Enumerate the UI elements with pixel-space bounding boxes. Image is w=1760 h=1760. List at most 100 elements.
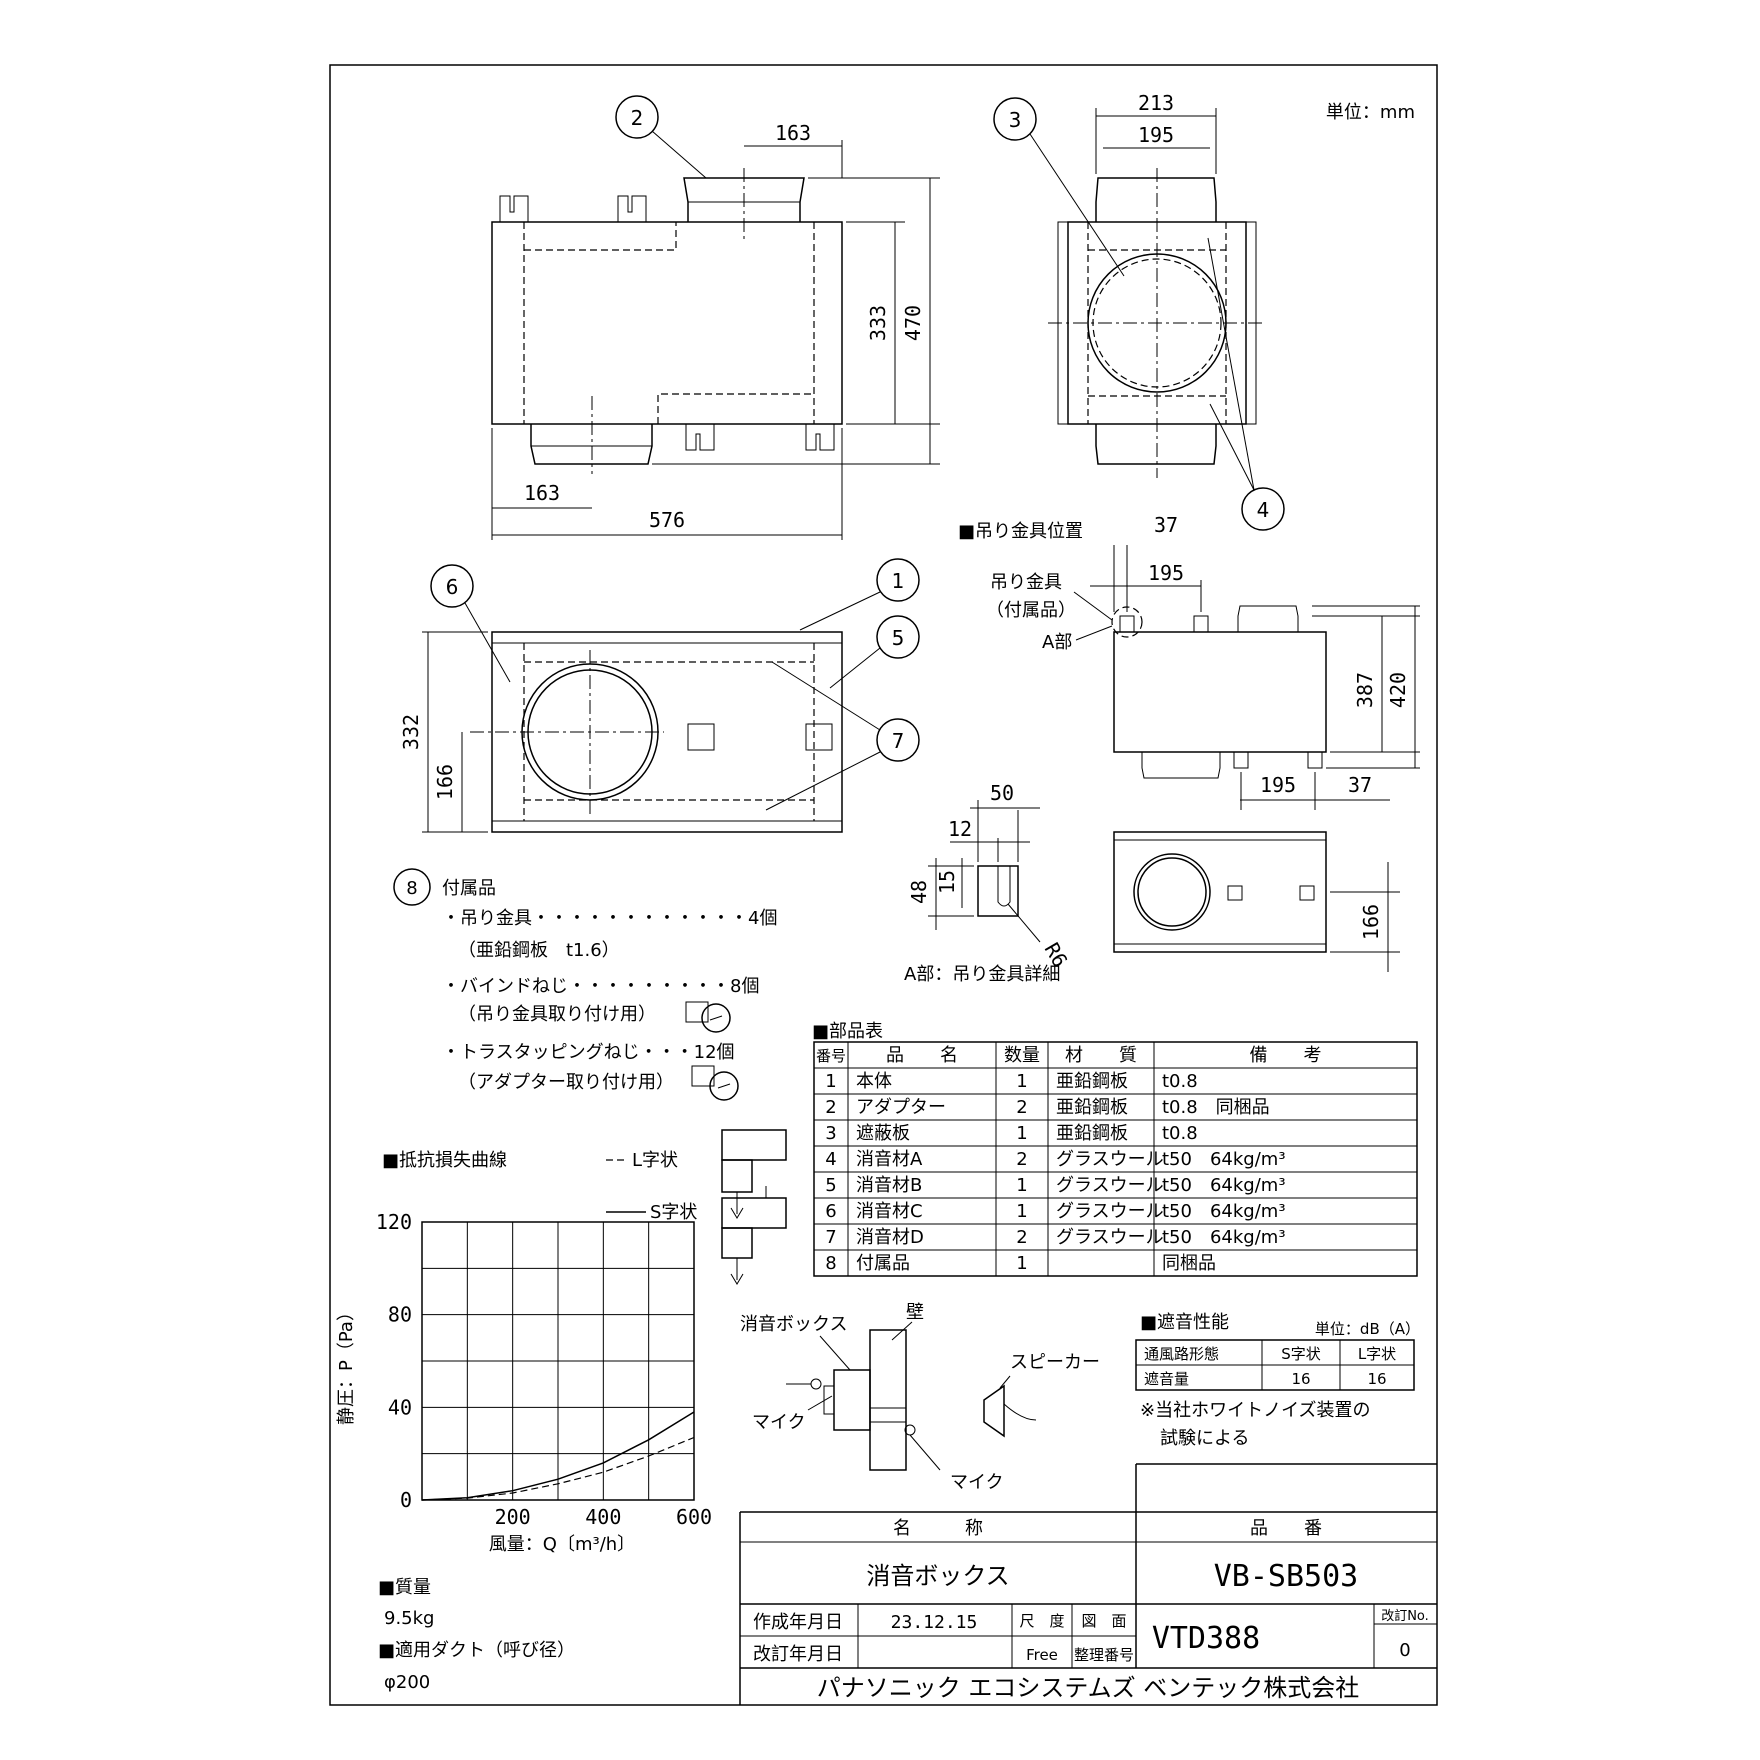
svg-text:φ200: φ200 (384, 1672, 430, 1693)
parts-table-cell: グラスウール (1056, 1201, 1164, 1222)
chart-y-tick: 120 (376, 1210, 412, 1234)
parts-table-header-cell: 備 考 (1250, 1045, 1322, 1066)
svg-text:576: 576 (649, 508, 685, 532)
chart-y-tick: 40 (388, 1395, 412, 1419)
hanger-lower-view: 166 (1113, 831, 1400, 972)
svg-text:166: 166 (1359, 904, 1383, 940)
parts-table-cell: 1 (1016, 1123, 1027, 1144)
parts-table-cell: 1 (1016, 1201, 1027, 1222)
parts-table-cell: 同梱品 (1162, 1253, 1216, 1274)
parts-table-cell: グラスウール (1056, 1175, 1164, 1196)
svg-text:VB-SB503: VB-SB503 (1214, 1559, 1359, 1594)
svg-text:作成年月日: 作成年月日 (753, 1612, 843, 1633)
svg-text:■適用ダクト（呼び径）: ■適用ダクト（呼び径） (378, 1640, 575, 1661)
svg-text:213: 213 (1138, 91, 1174, 115)
svg-text:8: 8 (406, 878, 417, 899)
detail-a: 50 12 48 15 R6 A部：吊り金具詳細 (904, 781, 1073, 985)
parts-table-cell: 3 (825, 1123, 836, 1144)
parts-table-cell: 亜鉛鋼板 (1056, 1123, 1128, 1144)
parts-table-cell: 2 (825, 1097, 836, 1118)
svg-text:スピーカー: スピーカー (1010, 1352, 1100, 1373)
svg-text:図 面: 図 面 (1081, 1612, 1126, 1630)
parts-table-cell: t0.8 (1162, 1123, 1198, 1144)
svg-text:付属品: 付属品 (442, 878, 496, 899)
parts-table-cell: 2 (1016, 1097, 1027, 1118)
svg-text:■質量: ■質量 (378, 1577, 431, 1598)
svg-text:■部品表: ■部品表 (812, 1021, 883, 1042)
mic-icon (810, 1378, 822, 1390)
svg-text:163: 163 (524, 481, 560, 505)
specs: ■質量 9.5kg ■適用ダクト（呼び径） φ200 (378, 1577, 575, 1693)
parts-table-cell: 1 (1016, 1071, 1027, 1092)
svg-text:1: 1 (892, 569, 905, 593)
parts-table-header-cell: 番号 (816, 1047, 846, 1065)
wall-icon (869, 1329, 907, 1471)
speaker-icon (983, 1384, 1005, 1438)
svg-text:VTD388: VTD388 (1152, 1621, 1260, 1656)
parts-table-cell: グラスウール (1056, 1149, 1164, 1170)
parts-table-cell: 4 (825, 1149, 836, 1170)
test-setup: 消音ボックス 壁 スピーカー マイク マイク (740, 1302, 1100, 1493)
svg-text:消音ボックス: 消音ボックス (740, 1314, 847, 1335)
parts-table-cell: t50 64kg/m³ (1162, 1227, 1286, 1248)
parts-table-cell: 付属品 (856, 1253, 910, 1274)
parts-table-cell: 1 (1016, 1175, 1027, 1196)
svg-text:名 称: 名 称 (893, 1518, 983, 1539)
svg-text:（亜鉛鋼板 t1.6）: （亜鉛鋼板 t1.6） (458, 940, 620, 961)
l-shape-icon (721, 1129, 787, 1219)
parts-table-cell: 1 (1016, 1253, 1027, 1274)
svg-text:0: 0 (1399, 1640, 1410, 1661)
svg-text:整理番号: 整理番号 (1074, 1646, 1134, 1664)
svg-text:A部：吊り金具詳細: A部：吊り金具詳細 (904, 964, 1060, 985)
parts-table-cell: 2 (1016, 1227, 1027, 1248)
svg-text:48: 48 (907, 880, 931, 904)
svg-text:166: 166 (433, 764, 457, 800)
parts-table-cell: t0.8 (1162, 1071, 1198, 1092)
svg-text:・吊り金具・・・・・・・・・・・・4個: ・吊り金具・・・・・・・・・・・・4個 (442, 908, 777, 929)
chart-x-tick: 600 (676, 1505, 712, 1529)
silencer-box-icon (833, 1369, 871, 1431)
parts-table-cell: 消音材D (856, 1227, 924, 1248)
side-view: 213 195 (1048, 91, 1266, 478)
parts-table-cell: 1 (825, 1071, 836, 1092)
svg-text:壁: 壁 (906, 1302, 924, 1323)
svg-text:50: 50 (990, 781, 1014, 805)
parts-table-cell: 消音材C (856, 1201, 923, 1222)
svg-text:吊り金具: 吊り金具 (990, 572, 1062, 593)
svg-text:7: 7 (892, 729, 905, 753)
svg-text:333: 333 (866, 305, 890, 341)
parts-table-header-cell: 材 質 (1065, 1045, 1137, 1066)
parts-table-cell: 遮蔽板 (856, 1123, 910, 1144)
svg-text:332: 332 (399, 714, 423, 750)
parts-table-cell: 亜鉛鋼板 (1056, 1097, 1128, 1118)
svg-text:品 番: 品 番 (1250, 1518, 1322, 1539)
svg-text:L字状: L字状 (632, 1150, 678, 1171)
svg-text:15: 15 (935, 870, 959, 894)
svg-text:風量：Q〔m³/h〕: 風量：Q〔m³/h〕 (489, 1534, 635, 1555)
chart-x-tick: 400 (585, 1505, 621, 1529)
front-view: 332 166 (399, 631, 843, 833)
svg-text:Free: Free (1026, 1646, 1058, 1664)
parts-table-cell: 5 (825, 1175, 836, 1196)
svg-text:37: 37 (1154, 513, 1178, 537)
svg-text:S字状: S字状 (1281, 1345, 1321, 1363)
top-view: 163 333 470 163 576 (491, 121, 940, 540)
svg-text:470: 470 (901, 305, 925, 341)
title-block: 名 称 品 番 消音ボックス VB-SB503 作成年月日 23.12.15 改… (739, 1463, 1437, 1705)
svg-text:（付属品）: （付属品） (986, 600, 1076, 621)
svg-text:遮音量: 遮音量 (1144, 1370, 1189, 1388)
svg-text:※当社ホワイトノイズ装置の: ※当社ホワイトノイズ装置の (1140, 1400, 1371, 1421)
parts-table-cell: t0.8 同梱品 (1162, 1097, 1270, 1118)
svg-text:3: 3 (1009, 108, 1022, 132)
parts-table-cell: 6 (825, 1201, 836, 1222)
svg-text:・トラスタッピングねじ・・・12個: ・トラスタッピングねじ・・・12個 (442, 1042, 735, 1063)
truss-screw-icon (691, 1065, 739, 1101)
svg-text:16: 16 (1291, 1370, 1310, 1388)
sheet-border (329, 64, 1438, 1706)
svg-text:420: 420 (1386, 672, 1410, 708)
svg-text:マイク: マイク (950, 1472, 1004, 1493)
svg-text:試験による: 試験による (1160, 1428, 1249, 1449)
chart-y-tick: 0 (400, 1488, 412, 1512)
